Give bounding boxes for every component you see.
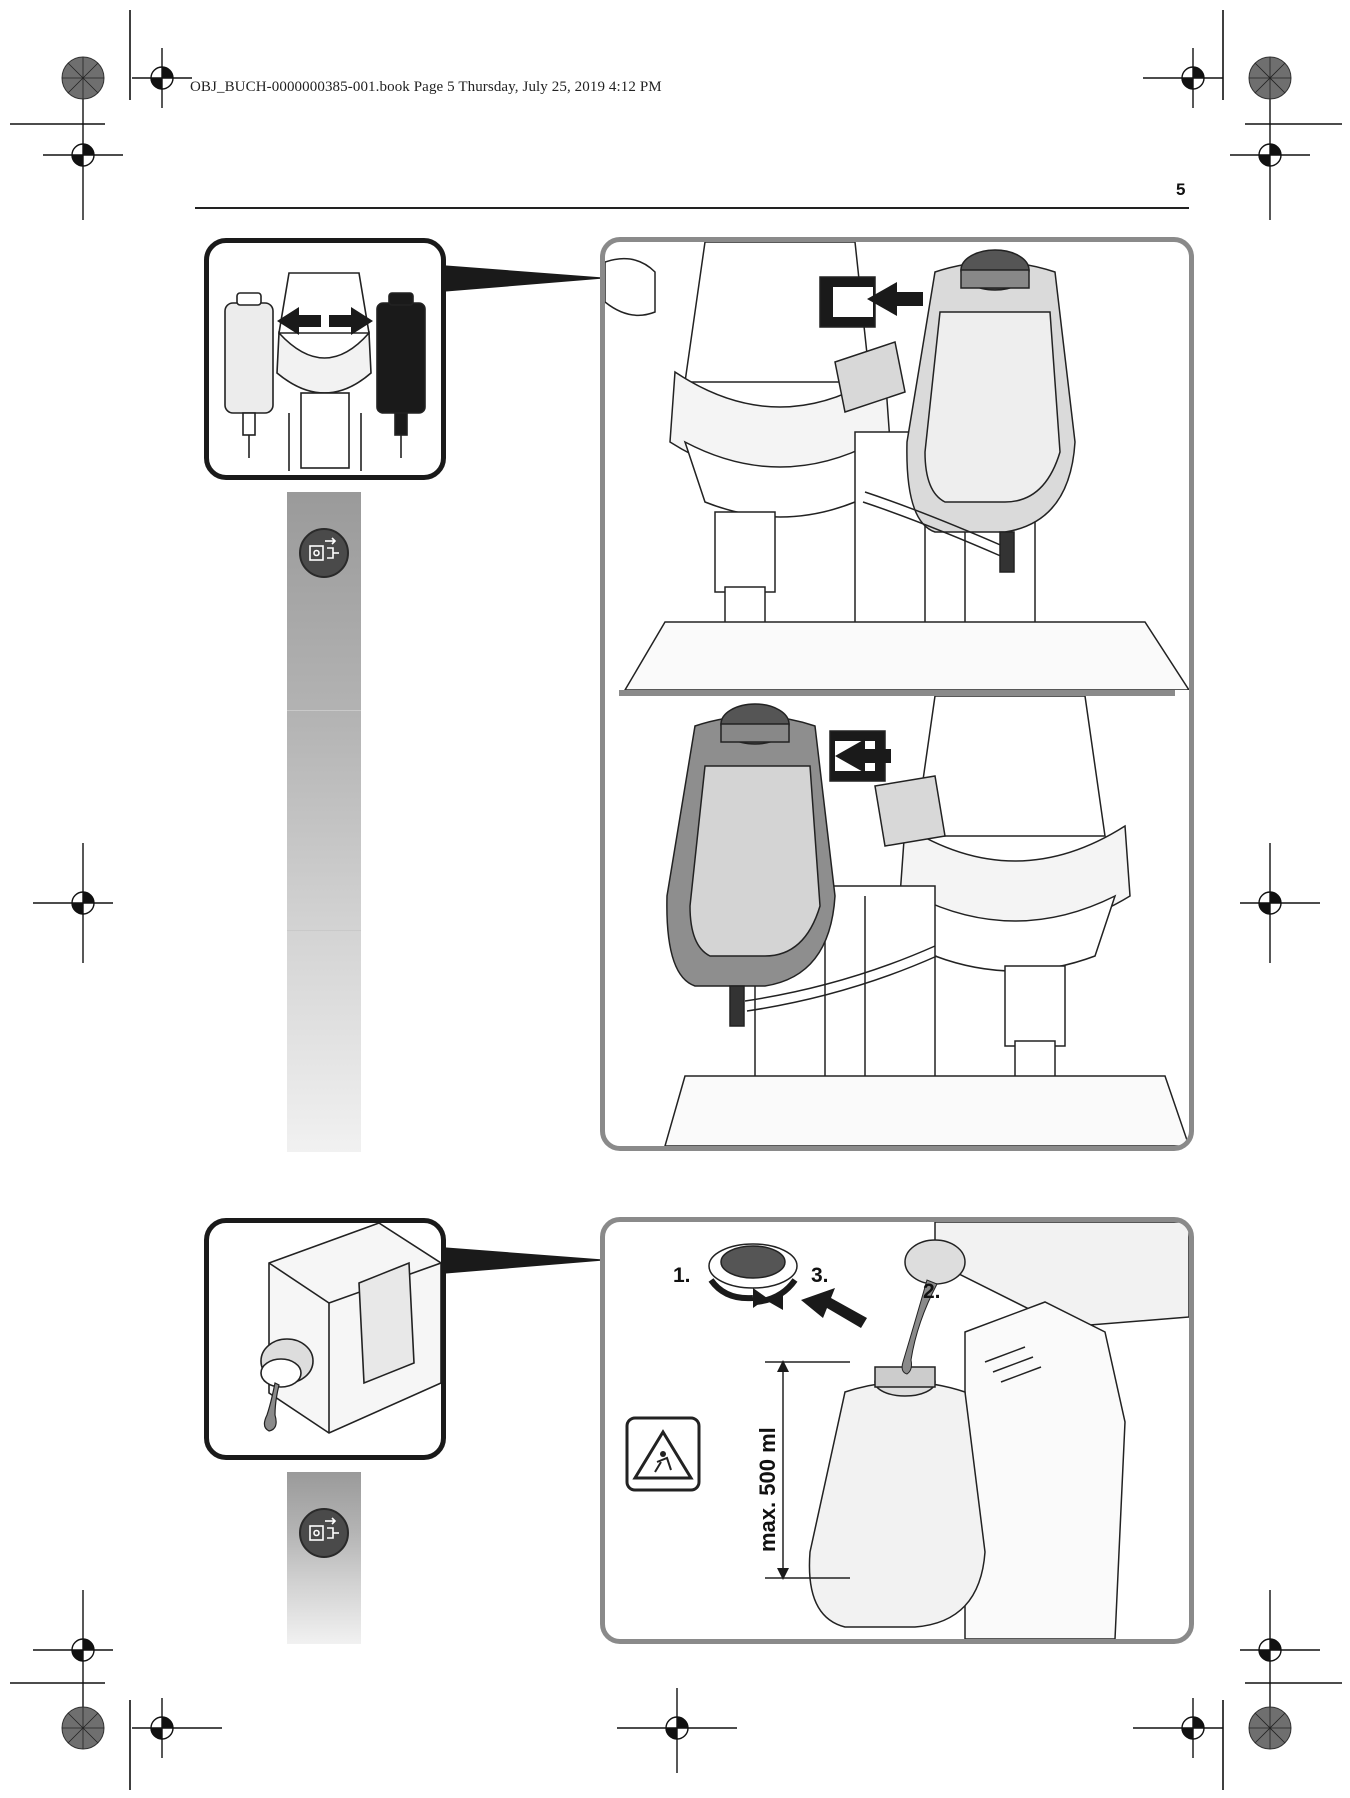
illustration-bottle-mount-right xyxy=(605,242,1189,690)
max-capacity-label: max. 500 ml xyxy=(755,1427,780,1552)
bottle-mount-left-right-icon xyxy=(224,272,426,471)
page-number: 5 xyxy=(1176,180,1186,199)
header-rule xyxy=(195,207,1189,209)
thumbnail-bottle-mount xyxy=(204,238,446,480)
panel-bottle-mounting xyxy=(600,237,1194,1151)
book-slug-line: OBJ_BUCH-0000000385-001.book Page 5 Thur… xyxy=(190,79,662,95)
callout-pointer-bottom xyxy=(440,1247,610,1274)
unplug-before-work-icon xyxy=(299,528,349,578)
illustration-bottle-mount-left xyxy=(664,696,1189,1146)
coolant-bottle-pour-icon xyxy=(260,1223,441,1434)
step-1-label: 1. xyxy=(673,1264,691,1287)
safety-strip-bottom xyxy=(287,1472,361,1644)
step-2-label: 2. xyxy=(923,1280,941,1303)
safety-strip-top xyxy=(287,492,361,1152)
unplug-before-work-icon xyxy=(299,1508,349,1558)
step-3-label: 3. xyxy=(811,1264,829,1287)
callout-pointer-top xyxy=(440,265,610,292)
thumbnail-coolant-bottle xyxy=(204,1218,446,1460)
illustration-coolant-filling xyxy=(625,1222,1189,1639)
panel-coolant-filling: 1. 3. 2. max. 500 ml xyxy=(600,1217,1194,1644)
slippery-floor-warning-icon xyxy=(654,1451,672,1473)
